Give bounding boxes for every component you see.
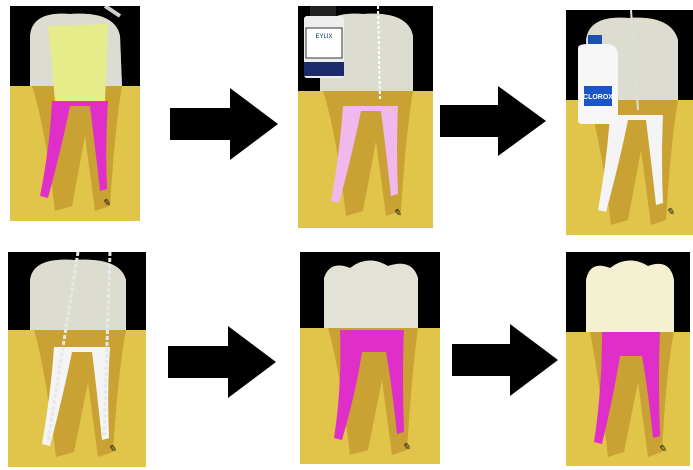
panel-step-1: ✎ <box>10 6 140 221</box>
tooth-crown <box>586 260 674 332</box>
panel-step-3: CLOROX ✎ <box>566 10 693 235</box>
tooth-illustration-6: ✎ <box>566 252 690 466</box>
panel-step-5: ✎ <box>300 252 440 464</box>
artist-signature: ✎ <box>393 208 401 219</box>
tooth-illustration-1: ✎ <box>10 6 140 221</box>
artist-signature: ✎ <box>666 207 674 218</box>
artist-signature: ✎ <box>658 444 666 455</box>
right-arrow-icon <box>440 86 546 156</box>
artist-signature: ✎ <box>108 444 116 455</box>
tooth-illustration-5: ✎ <box>300 252 440 464</box>
access-filling <box>48 24 108 101</box>
tooth-crown <box>30 260 126 330</box>
artist-signature: ✎ <box>102 198 110 209</box>
panel-step-6: ✎ <box>566 252 690 466</box>
panel-step-2: EYLIX ✎ <box>298 6 433 228</box>
panel-step-4: ✎ <box>8 252 146 467</box>
tooth-illustration-3: CLOROX ✎ <box>566 10 693 235</box>
artist-signature: ✎ <box>402 442 410 453</box>
bottle-icon: EYLIX <box>304 6 344 78</box>
right-arrow-icon <box>170 88 278 160</box>
endodontic-file-icon <box>105 6 120 16</box>
right-arrow-icon <box>452 324 558 396</box>
tooth-illustration-4: ✎ <box>8 252 146 467</box>
bottle-label: CLOROX <box>583 94 613 101</box>
right-arrow-icon <box>168 326 276 398</box>
bottle-label: EYLIX <box>315 34 332 40</box>
tooth-crown <box>324 260 418 328</box>
bottle-icon: CLOROX <box>578 35 618 124</box>
tooth-illustration-2: EYLIX ✎ <box>298 6 433 228</box>
